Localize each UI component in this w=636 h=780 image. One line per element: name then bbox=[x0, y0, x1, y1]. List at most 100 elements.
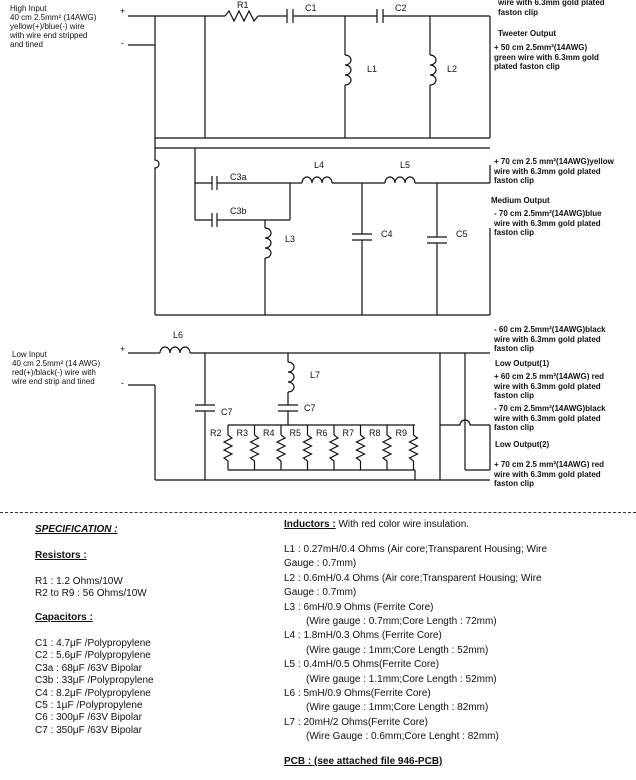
output-note-line: faston clip bbox=[494, 228, 535, 237]
label-c3a: C3a bbox=[230, 172, 247, 182]
label-r3: R3 bbox=[236, 428, 249, 438]
capacitor-spec-item: C1 : 4.7μF /Polypropylene bbox=[35, 638, 151, 649]
resistor-r1-symbol bbox=[224, 9, 259, 23]
low1-output-title: Low Output(1) bbox=[495, 359, 550, 368]
low-input-line: 40 cm 2.5mm² (14 AWG) bbox=[12, 359, 101, 368]
label-c4: C4 bbox=[381, 229, 393, 239]
section-divider bbox=[0, 512, 636, 513]
capacitor-spec-item: C2 : 5.6μF /Polypropylene bbox=[35, 650, 151, 662]
inductors-note: With red color wire insulation. bbox=[335, 519, 470, 530]
label-l1: L1 bbox=[367, 64, 378, 74]
inductor-spec-item: L2 : 0.6mH/0.4 Ohms (Air core;Transparen… bbox=[284, 572, 542, 584]
resistor-r6-symbol bbox=[328, 434, 340, 462]
resistor-r5-symbol bbox=[302, 434, 313, 462]
output-note-line: faston clip bbox=[494, 423, 535, 432]
inductor-spec-item: L3 : 6mH/0.9 Ohms (Ferrite Core) bbox=[284, 601, 434, 613]
inductor-l4-symbol bbox=[301, 176, 333, 184]
tweeter-plus-note: + 50 cm 2.5mm²(14AWG)green wire with 6.3… bbox=[494, 43, 599, 72]
resistor-spec-item: R2 to R9 : 56 Ohms/10W bbox=[35, 588, 147, 599]
output-note-line: faston clip bbox=[494, 344, 535, 353]
label-l6: L6 bbox=[173, 330, 184, 340]
resistor-r2-symbol bbox=[222, 434, 234, 462]
resistor-r3-symbol bbox=[249, 434, 260, 462]
inductor-spec-item: L1 : 0.27mH/0.4 Ohms (Air core;Transpare… bbox=[284, 544, 548, 555]
label-l3: L3 bbox=[285, 234, 296, 244]
capacitor-spec-item: C4 : 8.2μF /Polypropylene bbox=[35, 687, 151, 699]
resistors-title: Resistors : bbox=[35, 550, 87, 561]
capacitor-spec-item: C5 : 1μF /Polypropylene bbox=[35, 700, 143, 712]
high-input-plus: + bbox=[120, 6, 126, 16]
label-c1: C1 bbox=[305, 3, 317, 13]
inductor-l2-symbol bbox=[429, 54, 437, 86]
inductor-l3-symbol bbox=[264, 227, 272, 259]
inductor-spec-item: (Wire gauge : 0.7mm;Core Length : 72mm) bbox=[306, 616, 497, 628]
resistor-spec-item: R1 : 1.2 Ohms/10W bbox=[35, 576, 123, 587]
output-note-line: + 70 cm 2.5 mm²(14AWG) red bbox=[494, 460, 605, 469]
low-input-minus: - bbox=[121, 378, 124, 388]
output-note-line: faston clip bbox=[498, 7, 539, 17]
spec-left: SPECIFICATION : Resistors : R1 : 1.2 Ohm… bbox=[35, 524, 154, 737]
label-l4: L4 bbox=[314, 160, 325, 170]
inductor-l5-symbol bbox=[384, 176, 416, 184]
output-note-line: plated faston clip bbox=[494, 62, 560, 71]
output-note-line: wire with 6.3mm gold plated bbox=[494, 469, 601, 479]
wire-crossover bbox=[440, 419, 490, 426]
resistor-r9-symbol bbox=[408, 434, 419, 462]
resistor-r7-symbol bbox=[355, 434, 366, 462]
capacitor-spec-item: C7 : 350μF /63V Bipolar bbox=[35, 724, 142, 736]
label-r6: R6 bbox=[316, 428, 328, 438]
output-note-line: wire with 6.3mm gold plated bbox=[494, 381, 601, 391]
label-c5: C5 bbox=[456, 229, 468, 239]
tweeter-output-title: Tweeter Output bbox=[498, 29, 557, 38]
inductor-spec-item: (Wire gauge : 1.1mm;Core Length : 52mm) bbox=[306, 673, 497, 685]
output-note-line: + 60 cm 2.5 mm²(14AWG) red bbox=[494, 372, 605, 381]
inductor-spec-item: L6 : 5mH/0.9 Ohms(Ferrite Core) bbox=[284, 688, 431, 700]
inductor-l6-symbol bbox=[159, 346, 191, 354]
capacitors-title: Capacitors : bbox=[35, 612, 93, 623]
inductor-spec-item: Gauge : 0.7mm) bbox=[284, 587, 357, 599]
high-input-line: and tined bbox=[10, 40, 43, 49]
high-input-line: 40 cm 2.5mm² (14AWG) bbox=[10, 13, 97, 22]
resistor-r8-symbol bbox=[381, 434, 393, 462]
output-note-line: wire with 6.3mm gold plated bbox=[494, 166, 601, 176]
inductor-list: L1 : 0.27mH/0.4 Ohms (Air core;Transpare… bbox=[284, 543, 547, 745]
high-input-line: yellow(+)/blue(-) wire bbox=[10, 22, 85, 31]
low-input-plus: + bbox=[120, 344, 126, 354]
resistor-bank bbox=[222, 425, 419, 470]
label-r1: R1 bbox=[237, 0, 249, 10]
label-r8: R8 bbox=[369, 428, 381, 438]
label-c6: C7 bbox=[221, 407, 233, 417]
resistor-r4-symbol bbox=[275, 434, 287, 462]
inductor-spec-item: L5 : 0.4mH/0.5 Ohms(Ferrite Core) bbox=[284, 659, 440, 671]
output-note-line: green wire with 6.3mm gold bbox=[494, 52, 599, 62]
label-r9: R9 bbox=[395, 428, 408, 438]
high-input-line: High Input bbox=[10, 4, 47, 13]
inductor-l1-symbol bbox=[344, 54, 352, 86]
label-l2: L2 bbox=[447, 64, 458, 74]
crossover-schematic bbox=[128, 9, 491, 481]
pcb-note: PCB : (see attached file 946-PCB) bbox=[284, 755, 443, 767]
inductors-title: Inductors : bbox=[284, 519, 336, 530]
output-note-line: faston clip bbox=[494, 479, 535, 488]
label-l5: L5 bbox=[400, 160, 411, 170]
capacitor-spec-item: C6 : 300μF /63V Bipolar bbox=[35, 712, 142, 724]
low-input-line: wire end strip and tined bbox=[12, 377, 95, 386]
output-note-line: - 60 cm 2.5mm²(14AWG)black bbox=[494, 325, 606, 334]
medium-output-title: Medium Output bbox=[491, 196, 550, 205]
inductor-spec-item: L4 : 1.8mH/0.3 Ohms (Ferrite Core) bbox=[284, 630, 442, 642]
label-r7: R7 bbox=[342, 428, 355, 438]
label-c7: C7 bbox=[304, 403, 316, 413]
output-note-line: wire with 6.3mm gold plated bbox=[494, 218, 601, 228]
inductor-l7-symbol bbox=[287, 361, 295, 393]
output-note-line: - 70 cm 2.5mm²(14AWG)blue bbox=[494, 209, 602, 218]
low-input-line: Low Input bbox=[12, 350, 47, 359]
